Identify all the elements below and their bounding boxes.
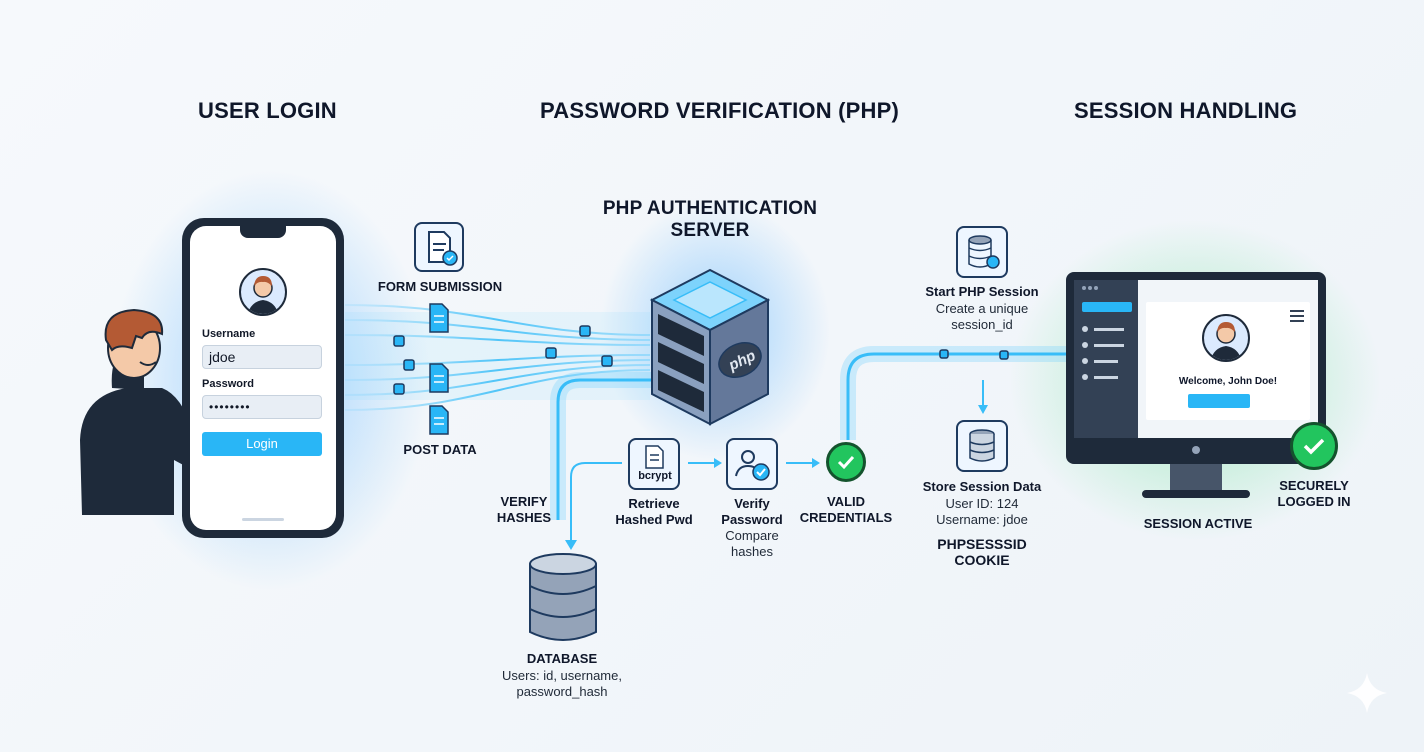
store-session-icon (956, 420, 1008, 472)
verify-hashes-line2: HASHES (496, 510, 552, 525)
menu-icon[interactable] (1290, 310, 1304, 322)
user-illustration (80, 308, 220, 515)
login-button[interactable]: Login (202, 432, 322, 456)
form-submission-label: FORM SUBMISSION (377, 279, 503, 294)
home-indicator (242, 518, 284, 521)
post-data-label: POST DATA (403, 442, 477, 457)
database-fields-line2: password_hash (516, 684, 608, 699)
username-label: Username (202, 328, 256, 340)
monitor-stand (1142, 490, 1250, 498)
bcrypt-tag: bcrypt (638, 470, 672, 482)
dashboard-sidebar (1074, 280, 1138, 438)
sidebar-item[interactable] (1094, 376, 1118, 379)
server-racks (658, 314, 704, 412)
database-fields: Users: id, username, password_hash (472, 668, 652, 700)
monitor-neck (1170, 464, 1222, 490)
dashboard-button[interactable] (1188, 394, 1250, 408)
verify-password-line1: Verify (734, 496, 770, 511)
monitor-power-dot (1192, 446, 1200, 454)
database-label: DATABASE (526, 651, 598, 666)
retrieve-hashed-label: Retrieve Hashed Pwd (606, 496, 702, 528)
session-active-label: SESSION ACTIVE (1143, 516, 1253, 531)
sidebar-item[interactable] (1094, 328, 1124, 331)
php-server-icon: php (649, 268, 771, 426)
session-packets (939, 349, 1009, 360)
server-title: PHP AUTHENTICATION SERVER (590, 198, 830, 242)
sidebar-active-item[interactable] (1082, 302, 1132, 312)
valid-line1: VALID (826, 494, 866, 509)
compare-hashes-label: Compare hashes (708, 528, 796, 560)
store-username: Username: jdoe (936, 512, 1028, 527)
post-documents (429, 303, 449, 435)
password-input[interactable]: •••••••• (202, 395, 322, 419)
server-title-line2: SERVER (670, 220, 750, 241)
sidebar-item[interactable] (1094, 344, 1124, 347)
database-fields-line1: Users: id, username, (502, 668, 622, 683)
start-session-icon (956, 226, 1008, 278)
cookie-line1: PHPSESSSID (937, 536, 1027, 552)
document-icon-2 (429, 363, 449, 393)
compare-line2: hashes (731, 544, 773, 559)
phone-device: Username jdoe Password •••••••• Login (182, 218, 344, 538)
welcome-text: Welcome, John Doe! (1178, 376, 1278, 387)
monitor-device: Welcome, John Doe! (1066, 272, 1326, 464)
store-user-id: User ID: 124 (945, 496, 1019, 511)
section-title-session-handling: SESSION HANDLING (1074, 98, 1298, 123)
document-icon-3 (429, 405, 449, 435)
securely-logged-in-check-icon (1290, 422, 1338, 470)
retrieve-line1: Retrieve (628, 496, 680, 511)
verify-hashes-line1: VERIFY (500, 494, 548, 509)
cookie-line2: COOKIE (954, 552, 1010, 568)
welcome-card: Welcome, John Doe! (1146, 302, 1310, 420)
bcrypt-icon: bcrypt (628, 438, 680, 490)
verify-password-line2: Password (721, 512, 783, 527)
db-arrow-head (565, 540, 577, 550)
start-session-sub: Create a unique session_id (910, 301, 1054, 333)
sparkle-icon (1347, 673, 1387, 713)
phone-screen: Username jdoe Password •••••••• Login (190, 226, 336, 530)
securely-line1: SECURELY (1279, 478, 1349, 493)
database-icon (529, 553, 597, 641)
valid-credentials-label: VALID CREDENTIALS (796, 494, 896, 526)
store-session-data: User ID: 124 Username: jdoe (906, 496, 1058, 528)
start-session-sub-line2: session_id (951, 317, 1013, 332)
monitor-screen: Welcome, John Doe! (1074, 280, 1318, 438)
retrieve-line2: Hashed Pwd (615, 512, 693, 527)
cookie-label: PHPSESSSID COOKIE (922, 536, 1042, 568)
section-title-password-verification: PASSWORD VERIFICATION (PHP) (540, 98, 900, 123)
password-label: Password (202, 378, 254, 390)
start-session-sub-line1: Create a unique (935, 301, 1029, 316)
start-session-title: Start PHP Session (925, 284, 1039, 299)
document-icon-1 (429, 303, 449, 333)
securely-line2: LOGGED IN (1277, 494, 1351, 509)
db-arrow-line (570, 462, 622, 545)
php-logo (718, 342, 762, 378)
form-submission-icon (414, 222, 464, 272)
securely-logged-in-label: SECURELY LOGGED IN (1264, 478, 1364, 510)
store-session-title: Store Session Data (922, 479, 1042, 494)
phone-notch (240, 226, 286, 238)
server-title-line1: PHP AUTHENTICATION (602, 198, 818, 219)
avatar (239, 268, 287, 316)
verify-hashes-label: VERIFY HASHES (492, 494, 556, 526)
verify-user-icon (726, 438, 778, 490)
verify-password-label: Verify Password (708, 496, 796, 528)
sidebar-item[interactable] (1094, 360, 1118, 363)
compare-line1: Compare (725, 528, 779, 543)
username-input[interactable]: jdoe (202, 345, 322, 369)
valid-line2: CREDENTIALS (799, 510, 893, 525)
data-packets (393, 325, 613, 395)
valid-check-icon (826, 442, 866, 482)
section-title-user-login: USER LOGIN (198, 98, 337, 123)
user-avatar (1202, 314, 1250, 362)
